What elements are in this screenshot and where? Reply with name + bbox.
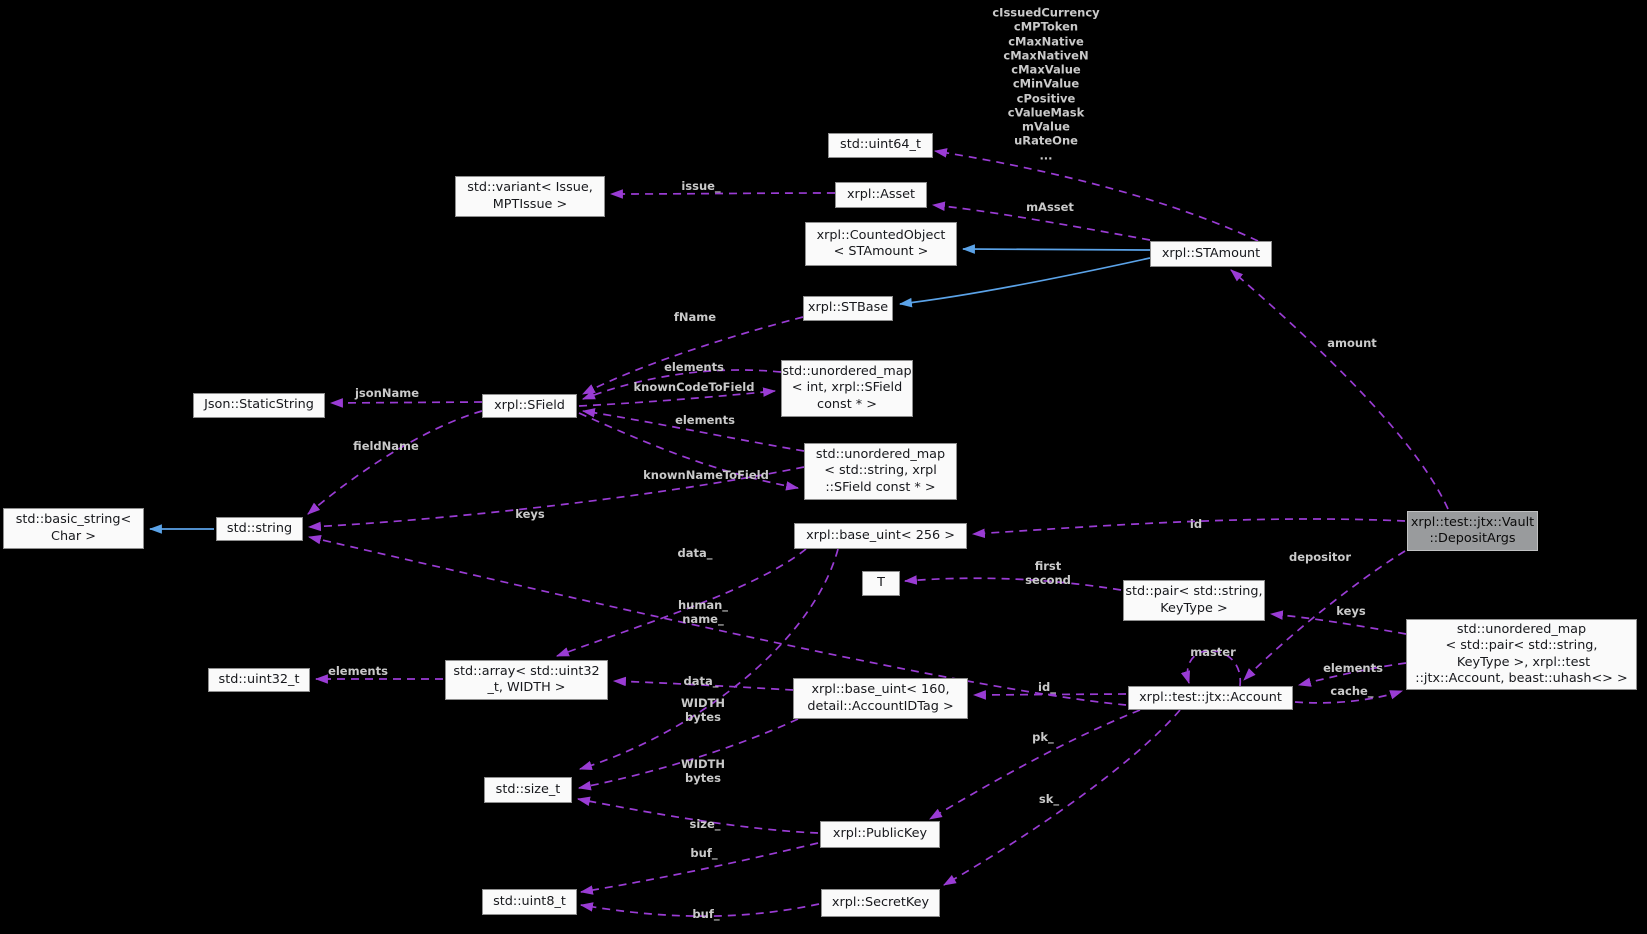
edge-label-elements-array: elements bbox=[328, 663, 388, 678]
edge-map_str-to-string bbox=[307, 466, 805, 532]
edge-label-sk_: sk_ bbox=[1038, 791, 1060, 806]
edge-depositargs-to-stamount bbox=[1230, 269, 1449, 510]
edge-pair-to-t bbox=[903, 575, 1122, 591]
node-t[interactable]: T bbox=[862, 571, 900, 596]
edge-account-to-pubkey bbox=[929, 709, 1141, 820]
edge-label-knownNameToField: knownNameToField bbox=[643, 467, 769, 482]
edge-bu160-to-sizet bbox=[577, 718, 799, 791]
edge-stamount-to-counted bbox=[961, 244, 1151, 254]
edge-map_acct-to-pair bbox=[1269, 610, 1407, 635]
node-array[interactable]: std::array< std::uint32 _t, WIDTH > bbox=[445, 660, 608, 700]
edge-label-keys-mapstr: keys bbox=[515, 506, 545, 521]
edge-label-buf-pub: buf_ bbox=[690, 845, 718, 860]
node-pair[interactable]: std::pair< std::string, KeyType > bbox=[1123, 580, 1265, 621]
edge-label-stamount-uint64-members: cIssuedCurrency cMPToken cMaxNative cMax… bbox=[992, 5, 1100, 163]
node-uint8[interactable]: std::uint8_t bbox=[482, 889, 577, 915]
node-pubkey[interactable]: xrpl::PublicKey bbox=[820, 821, 940, 848]
edge-label-width-bytes-2: WIDTH bytes bbox=[681, 756, 725, 785]
node-account[interactable]: xrpl::test::jtx::Account bbox=[1128, 686, 1293, 710]
edge-seckey-to-uint8 bbox=[579, 902, 820, 917]
edge-bu256-to-array bbox=[555, 548, 807, 657]
edge-depositargs-to-bu256 bbox=[971, 518, 1406, 539]
edge-label-first-second: first second bbox=[1025, 558, 1071, 587]
edge-sfield-to-string bbox=[307, 410, 483, 515]
edge-label-size_: size_ bbox=[689, 816, 721, 831]
edge-sfield-to-map_str bbox=[578, 412, 800, 491]
edge-label-knownCodeToField: knownCodeToField bbox=[633, 379, 755, 394]
edge-account-to-account bbox=[1180, 649, 1241, 687]
node-bu256[interactable]: xrpl::base_uint< 256 > bbox=[794, 523, 967, 549]
edge-account-to-map_acct bbox=[1294, 690, 1404, 704]
edge-label-human-name: human_ name_ bbox=[677, 597, 729, 626]
node-counted[interactable]: xrpl::CountedObject < STAmount > bbox=[805, 222, 957, 266]
node-uint32[interactable]: std::uint32_t bbox=[208, 668, 310, 692]
edge-account-to-seckey bbox=[943, 709, 1181, 886]
node-string[interactable]: std::string bbox=[216, 517, 303, 541]
node-uint64[interactable]: std::uint64_t bbox=[828, 133, 933, 158]
edge-map_str-to-sfield bbox=[581, 408, 805, 452]
edge-account-to-string bbox=[307, 535, 1127, 706]
edge-pubkey-to-sizet bbox=[576, 796, 819, 834]
node-asset[interactable]: xrpl::Asset bbox=[835, 182, 927, 208]
node-seckey[interactable]: xrpl::SecretKey bbox=[821, 889, 940, 917]
node-map_int[interactable]: std::unordered_map < int, xrpl::SField c… bbox=[781, 360, 913, 417]
edge-bu256-to-sizet bbox=[578, 548, 839, 771]
edge-pubkey-to-uint8 bbox=[579, 842, 819, 895]
edge-stamount-to-asset bbox=[931, 201, 1151, 241]
edge-label-elements-mapacct: elements bbox=[1323, 660, 1383, 675]
edge-label-fName: fName bbox=[673, 309, 717, 324]
edge-asset-to-variant bbox=[609, 189, 836, 199]
node-staticstring[interactable]: Json::StaticString bbox=[193, 393, 325, 418]
edge-depositargs-to-account bbox=[1243, 550, 1406, 681]
edge-map_int-to-sfield bbox=[581, 369, 782, 400]
edge-label-depositor: depositor bbox=[1288, 549, 1352, 564]
edge-label-amount: amount bbox=[1327, 335, 1377, 350]
edge-label-issue: issue_ bbox=[681, 178, 721, 193]
edge-label-fieldName: fieldName bbox=[353, 438, 419, 453]
edge-stbase-to-sfield bbox=[582, 316, 804, 395]
edge-sfield-to-staticstring bbox=[329, 398, 483, 408]
node-stbase[interactable]: xrpl::STBase bbox=[803, 296, 893, 321]
edge-label-elements-mapint: elements bbox=[664, 359, 724, 374]
edge-label-keys-mapacct: keys bbox=[1336, 603, 1366, 618]
edge-sfield-to-map_int bbox=[578, 387, 777, 407]
edge-label-width-bytes-1: WIDTH bytes bbox=[681, 695, 725, 724]
node-bu160[interactable]: xrpl::base_uint< 160, detail::AccountIDT… bbox=[793, 678, 968, 719]
node-map_acct[interactable]: std::unordered_map < std::pair< std::str… bbox=[1406, 619, 1637, 690]
edge-label-master: master bbox=[1190, 644, 1236, 659]
node-sizet[interactable]: std::size_t bbox=[484, 777, 572, 803]
edge-label-mAsset: mAsset bbox=[1026, 199, 1074, 214]
node-map_str[interactable]: std::unordered_map < std::string, xrpl :… bbox=[804, 443, 957, 500]
edge-stamount-to-uint64 bbox=[933, 148, 1259, 242]
edge-label-jsonName: jsonName bbox=[354, 385, 420, 400]
node-sfield[interactable]: xrpl::SField bbox=[482, 394, 577, 418]
edge-label-elements-mapstr: elements bbox=[675, 412, 735, 427]
edge-label-cache: cache_ bbox=[1330, 683, 1374, 698]
edge-label-data-bu160: data_ bbox=[683, 673, 719, 688]
edge-label-id: id bbox=[1189, 516, 1203, 531]
edge-label-data-bu256: data_ bbox=[677, 545, 713, 560]
edge-label-buf-sec: buf_ bbox=[692, 906, 720, 921]
node-depositargs: xrpl::test::jtx::Vault ::DepositArgs bbox=[1407, 511, 1538, 551]
edge-stamount-to-stbase bbox=[898, 257, 1151, 308]
node-basicstring[interactable]: std::basic_string< Char > bbox=[3, 508, 144, 549]
edge-label-pk_: pk_ bbox=[1032, 729, 1054, 744]
node-stamount[interactable]: xrpl::STAmount bbox=[1150, 241, 1272, 267]
edge-label-id_: id_ bbox=[1038, 679, 1056, 694]
node-variant[interactable]: std::variant< Issue, MPTIssue > bbox=[455, 176, 605, 217]
edge-bu160-to-array bbox=[612, 676, 794, 691]
